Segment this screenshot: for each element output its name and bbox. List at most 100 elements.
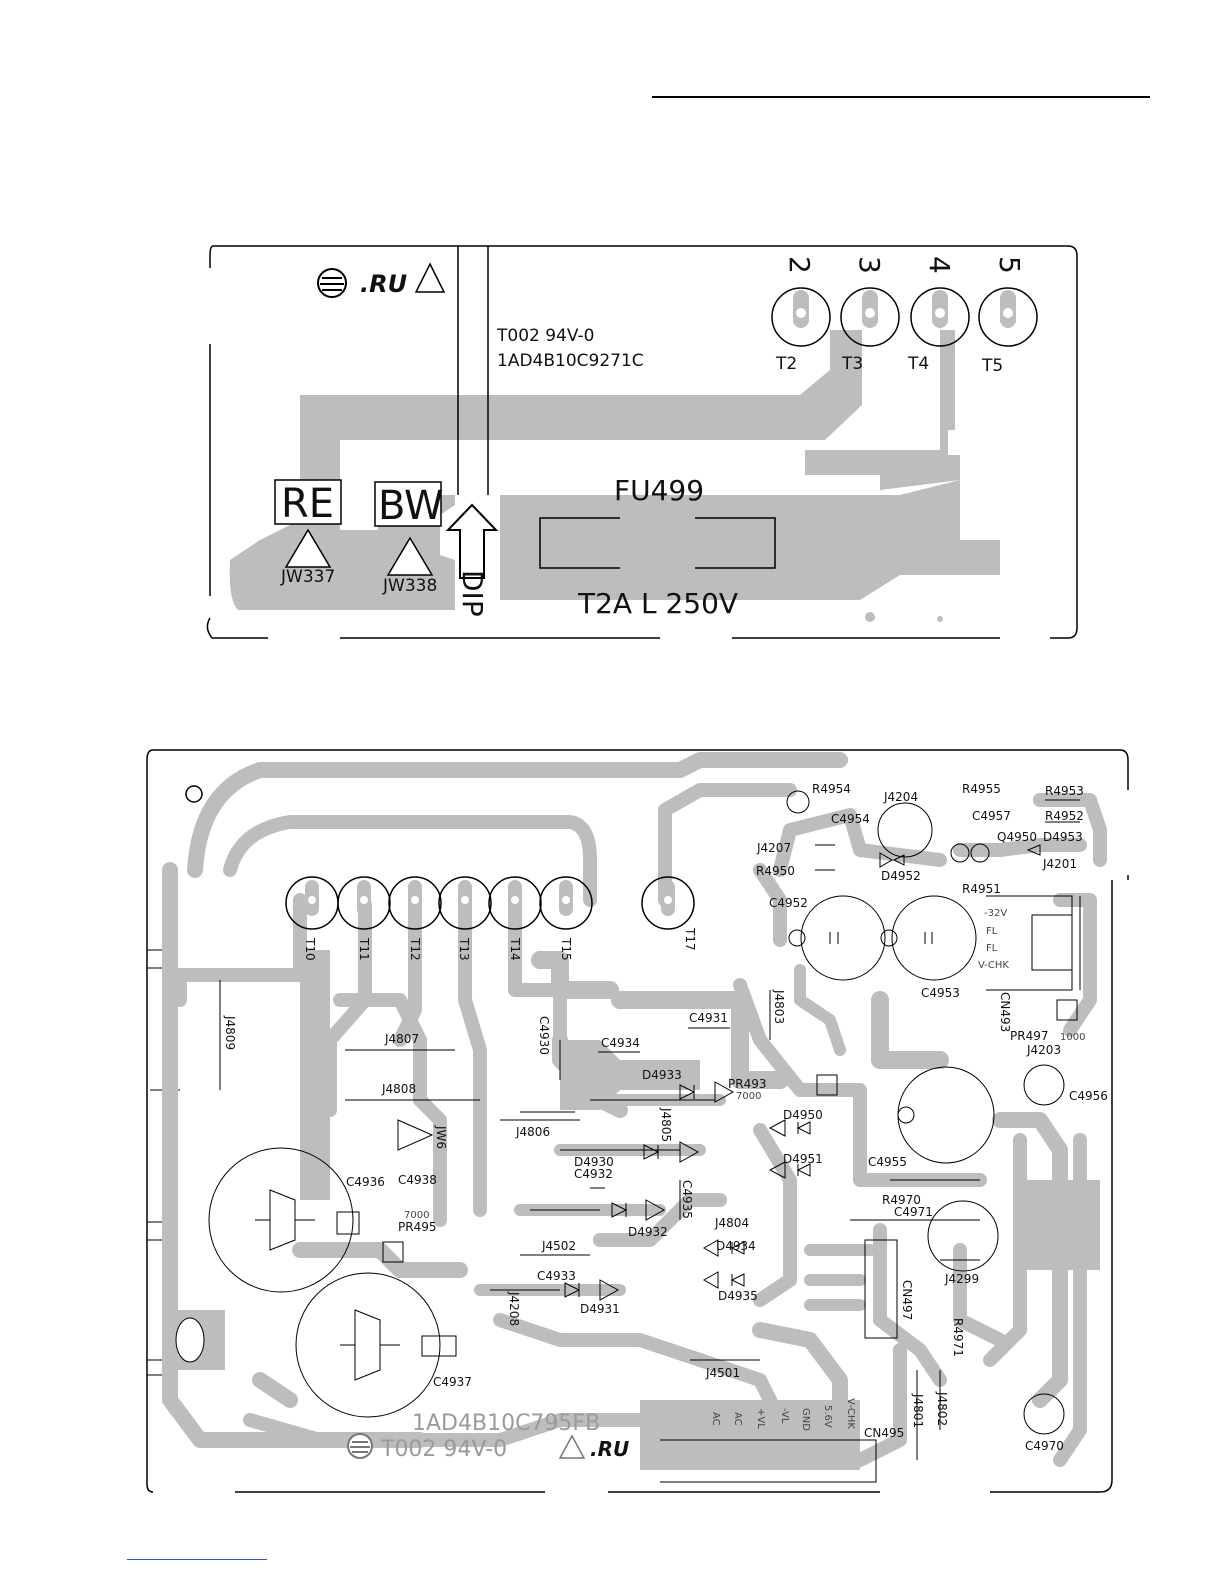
- copper-pad: [300, 950, 330, 1200]
- capacitor-c4955: [897, 1066, 995, 1164]
- ul-logo-icon: [347, 1433, 373, 1459]
- top-board-outline: [206, 245, 1078, 639]
- cn493-pin-label: FL: [986, 926, 998, 937]
- pin-number: 4: [923, 256, 956, 274]
- re-label: RE: [281, 481, 334, 527]
- cn493-pin-label: FL: [986, 943, 998, 954]
- terminal-label: T10: [303, 937, 317, 961]
- mount-hole: [175, 1317, 205, 1363]
- component-label: J4208: [507, 1291, 521, 1326]
- capacitor-c4953: [891, 895, 977, 981]
- component-value: 7000: [404, 1210, 429, 1221]
- terminal-label: T14: [508, 937, 522, 961]
- copper-trace: [805, 330, 955, 475]
- component-label: CN497: [900, 1280, 914, 1320]
- component-label: J4207: [756, 841, 791, 855]
- component-label: C4937: [433, 1375, 472, 1389]
- fuse-holder: [539, 517, 620, 569]
- terminal-t2: [771, 287, 831, 347]
- cn493-pin-label: V-CHK: [978, 960, 1009, 971]
- terminal-t3: [840, 287, 900, 347]
- copper-pad: [560, 1040, 700, 1110]
- pad-dot: [865, 612, 875, 622]
- connector-label: CN495: [864, 1426, 904, 1440]
- connector-pin-label: V-CHK: [845, 1398, 856, 1429]
- warning-triangle-icon: [558, 1434, 586, 1459]
- warning-triangle-icon: [414, 262, 446, 293]
- connector-pin-label: AC: [732, 1412, 743, 1426]
- component-label: D4950: [783, 1108, 823, 1122]
- cn493-pin-label: -32V: [984, 908, 1007, 919]
- component-value: 7000: [736, 1091, 761, 1102]
- component-labels-rotated: CN493 J4803 C4930 J4809 JW6 J4805 C4935 …: [223, 989, 1012, 1428]
- pin-number: 5: [993, 256, 1026, 274]
- copper-trace: [880, 455, 960, 490]
- terminal-label: T3: [841, 354, 863, 374]
- footer-link-rule: [127, 1559, 267, 1560]
- component-label: R4970: [882, 1193, 921, 1207]
- capacitor-c4971: [927, 1200, 999, 1272]
- component-label: C4935: [680, 1180, 694, 1219]
- component-label: J4804: [714, 1216, 749, 1230]
- component-label: PR497: [1010, 1029, 1048, 1043]
- component-label: C4932: [574, 1167, 613, 1181]
- capacitor-symbol: [340, 1309, 400, 1381]
- terminal-label: T12: [408, 937, 422, 961]
- copper-trace: [500, 480, 1000, 600]
- component-label: C4954: [831, 812, 870, 826]
- component-label: J4808: [381, 1082, 416, 1096]
- component-label: R4951: [962, 882, 1001, 896]
- fuse-holder: [695, 517, 776, 569]
- component-label: D4935: [718, 1289, 758, 1303]
- component-label: C4955: [868, 1155, 907, 1169]
- terminal-label: T11: [357, 937, 371, 961]
- terminal-label: T17: [683, 927, 697, 951]
- component-label: D4934: [716, 1239, 756, 1253]
- component-label: C4933: [537, 1269, 576, 1283]
- top-board: DIP .RU T002 94V-0 1AD4B10C9271C RE BW J…: [206, 245, 1078, 639]
- bottom-board: T10 T11 T12 T13 T14 T15 T17: [146, 749, 1129, 1493]
- component-label: R4952: [1045, 809, 1084, 823]
- component-label: J4501: [705, 1366, 740, 1380]
- connector-pin-label: AC: [710, 1412, 721, 1426]
- resistor-pad: [786, 790, 810, 814]
- jumper-triangle-icon: [284, 528, 332, 568]
- top-code-2: 1AD4B10C9271C: [497, 351, 644, 371]
- component-label: C4938: [398, 1173, 437, 1187]
- component-label: J4807: [384, 1032, 419, 1046]
- component-label: J4801: [911, 1393, 925, 1428]
- capacitor-c4937: [295, 1272, 441, 1418]
- pin-number: 3: [853, 256, 886, 274]
- component-label: C4953: [921, 986, 960, 1000]
- connector-pin-label: +VL: [755, 1408, 766, 1429]
- terminal-row: [285, 876, 695, 930]
- capacitor-c4936: [208, 1147, 354, 1293]
- top-code-1: T002 94V-0: [496, 326, 594, 346]
- component-label: C4952: [769, 896, 808, 910]
- terminal-label: T5: [981, 356, 1003, 376]
- component-label: J4204: [883, 790, 918, 804]
- diode-symbols: [397, 844, 1041, 1301]
- jumper-lines: [219, 799, 1080, 1460]
- component-label: D4933: [642, 1068, 682, 1082]
- jumper-label: JW337: [280, 567, 335, 587]
- component-label: R4955: [962, 782, 1001, 796]
- component-labels: R4954 J4204 R4955 R4953 R4952 C4954 C495…: [346, 782, 1108, 1453]
- bw-box: [374, 481, 442, 527]
- fuse-label: FU499: [614, 474, 704, 507]
- terminal-t5: [978, 287, 1038, 347]
- terminal-label: T15: [559, 937, 573, 961]
- component-label: J4805: [659, 1107, 673, 1142]
- component-label: D4951: [783, 1152, 823, 1166]
- ul-logo-icon: .RU: [317, 268, 407, 298]
- terminal-label: T2: [775, 354, 797, 374]
- component-label: C4957: [972, 809, 1011, 823]
- capacitor-c4956: [1023, 1064, 1065, 1106]
- capacitor-c4952: [800, 895, 886, 981]
- component-label: JW6: [434, 1125, 448, 1149]
- svg-text:.RU: .RU: [360, 270, 407, 298]
- jumper-label: JW338: [382, 576, 437, 596]
- connector-cn495: [660, 1439, 877, 1483]
- component-label: C4936: [346, 1175, 385, 1189]
